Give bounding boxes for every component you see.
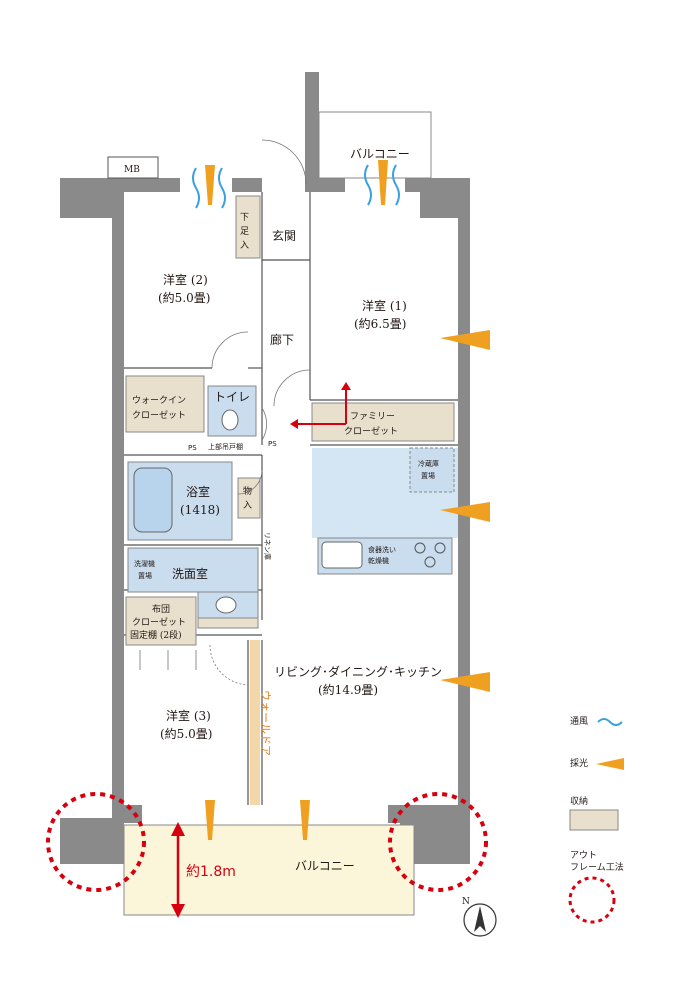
wall-door-label: ウォールドア (259, 690, 272, 756)
legend-ventilation-label: 通風 (570, 716, 588, 727)
label-ldk-size: (約14.9畳) (318, 682, 378, 697)
kitchen-sink (321, 541, 363, 569)
legend-storage-label: 収納 (570, 795, 588, 807)
label-room3: 洋室 (3) (166, 708, 211, 723)
label-room1: 洋室 (1) (362, 298, 407, 313)
label-shoe-2: 足 (240, 226, 249, 237)
label-entrance: 玄関 (272, 228, 296, 243)
label-room2: 洋室 (2) (163, 272, 208, 287)
label-family-closet-2: クローゼット (344, 425, 398, 437)
north-arrow-icon (463, 903, 497, 937)
mb-box (107, 156, 159, 179)
depth-arrow (171, 822, 185, 918)
mb-label: MB (124, 165, 140, 175)
legend-outframe-2: フレーム工法 (570, 861, 624, 873)
label-washer-1: 洗濯機 (134, 559, 155, 568)
outframe-icon (568, 876, 616, 924)
label-washer-2: 置場 (138, 571, 152, 580)
balcony-top-label: バルコニー (350, 147, 410, 161)
label-bath: 浴室 (186, 484, 210, 499)
label-room1-size: (約6.5畳) (354, 316, 406, 331)
label-shoe-1: 下 (240, 213, 249, 223)
outframe-circle-right (388, 792, 488, 892)
label-futon-1: 布団 (152, 603, 170, 615)
label-dishwasher-1: 食器洗い (368, 545, 396, 554)
label-corridor: 廊下 (270, 332, 294, 347)
legend: 通風 採光 収納 アウト フレーム工法 (568, 716, 624, 924)
label-bath-size: (1418) (180, 503, 220, 517)
storage-swatch (569, 809, 619, 831)
bathtub (133, 467, 173, 533)
sink-basin (215, 596, 237, 614)
depth-label: 約1.8m (186, 864, 236, 880)
legend-daylight-label: 採光 (570, 757, 588, 769)
label-fridge-2: 置場 (421, 471, 435, 480)
label-family-closet-1: ファミリー (350, 412, 395, 422)
label-toilet: トイレ (214, 390, 250, 404)
airflow-marks (192, 160, 490, 840)
label-futon-3: 固定棚 (2段) (130, 629, 182, 641)
storage-areas (125, 195, 455, 646)
balcony-bottom (123, 824, 415, 916)
balcony-top (318, 111, 432, 179)
label-storage-1: 物 (243, 485, 252, 497)
stove-icon (414, 542, 446, 568)
label-ps1: PS (188, 444, 197, 452)
label-dishwasher-2: 乾燥機 (368, 556, 389, 565)
daylight-icon (596, 758, 624, 770)
label-upper-shelf: 上部吊戸棚 (208, 442, 243, 451)
label-ps2: PS (268, 440, 277, 448)
label-futon-2: クローゼット (132, 616, 186, 628)
wall-door-strip (250, 640, 260, 805)
north-label: N (462, 897, 470, 907)
toilet-bowl (221, 409, 239, 431)
label-linen: リネン庫 (263, 532, 272, 560)
label-fridge-1: 冷蔵庫 (418, 459, 439, 468)
label-room2-size: (約5.0畳) (158, 290, 210, 305)
label-wic-2: クローゼット (132, 409, 186, 421)
legend-outframe-1: アウト (570, 850, 597, 861)
outframe-circle-left (46, 792, 146, 892)
door-swings (139, 139, 311, 686)
label-ldk: リビング･ダイニング･キッチン (274, 664, 442, 679)
label-storage-2: 入 (243, 500, 252, 511)
circulation-arrows (290, 382, 351, 429)
label-room3-size: (約5.0畳) (160, 726, 212, 741)
ventilation-icon (597, 718, 623, 726)
label-shoe-3: 入 (240, 240, 249, 251)
label-washroom: 洗面室 (172, 566, 208, 581)
balcony-bottom-label: バルコニー (295, 859, 355, 873)
label-wic-1: ウォークイン (132, 395, 186, 406)
